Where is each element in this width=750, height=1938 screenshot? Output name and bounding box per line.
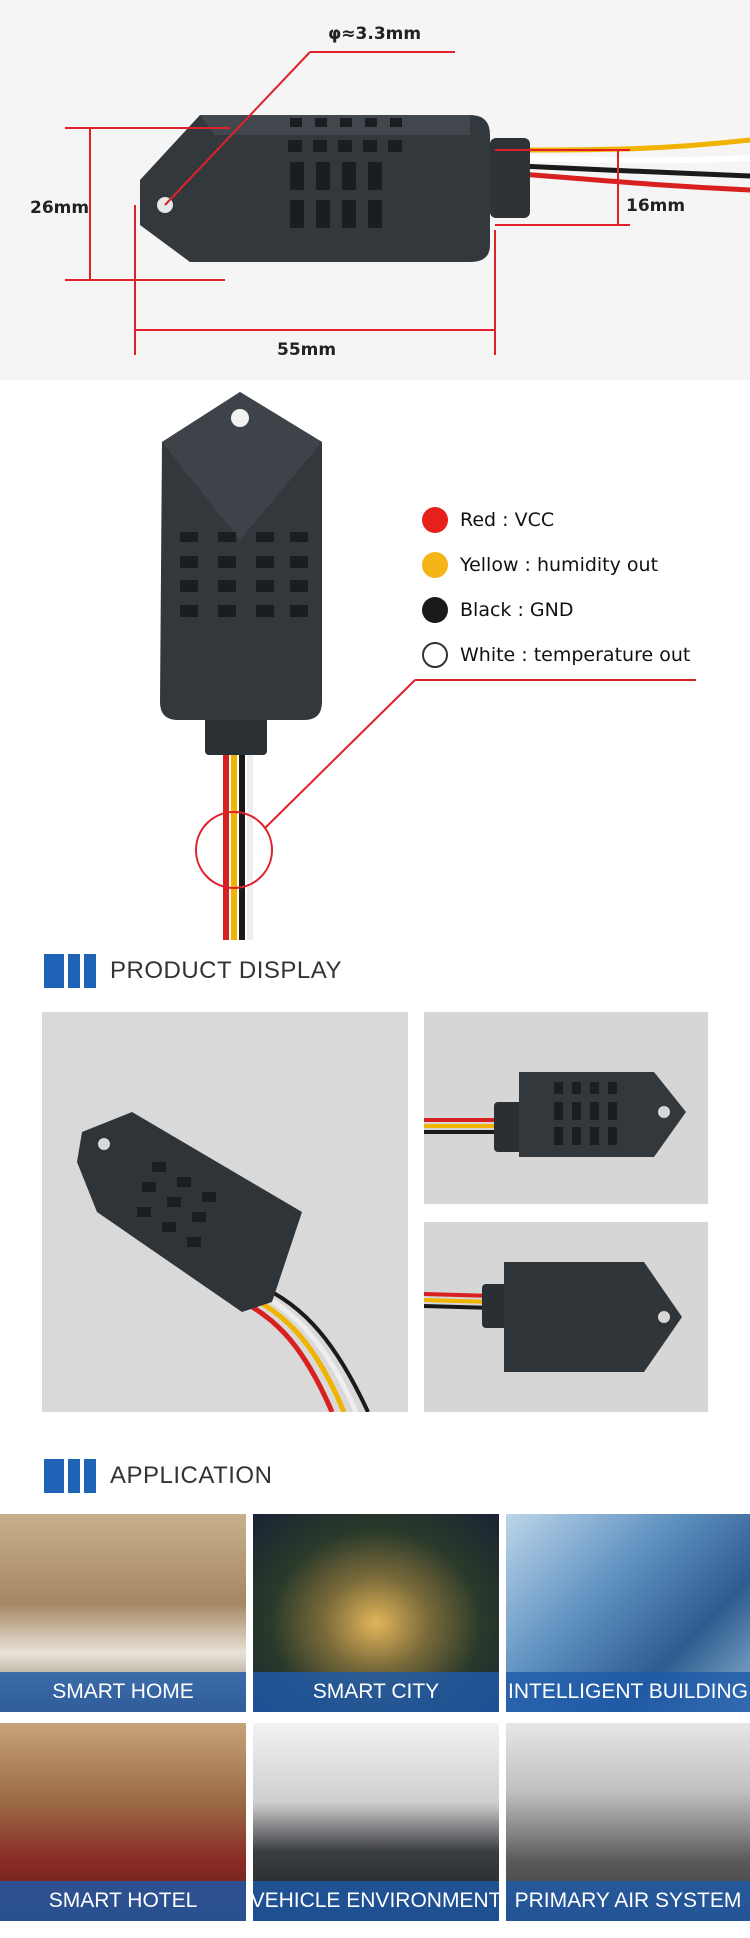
tile-label: VEHICLE ENVIRONMENT: [253, 1881, 499, 1921]
height-dimension-label: 26mm: [30, 198, 90, 218]
sensor-dimension-drawing: [65, 51, 750, 355]
wire-legend-label: Red : VCC: [460, 509, 555, 531]
product-photo-main: [42, 1012, 408, 1412]
wire-legend-yellow: Yellow : humidity out: [422, 550, 658, 580]
section-title: PRODUCT DISPLAY: [110, 957, 342, 984]
wire-definition-section: Red : VCC Yellow : humidity out Black : …: [0, 380, 750, 940]
red-dot-icon: [422, 507, 448, 533]
black-dot-icon: [422, 597, 448, 623]
application-tile-smart-city: SMART CITY: [253, 1514, 499, 1712]
wire-legend-red: Red : VCC: [422, 505, 554, 535]
product-photo-back: [424, 1222, 708, 1412]
white-dot-icon: [422, 642, 448, 668]
tile-label: INTELLIGENT BUILDING: [506, 1672, 750, 1712]
application-tile-vehicle-environment: VEHICLE ENVIRONMENT: [253, 1723, 499, 1921]
wire-legend-label: White : temperature out: [460, 644, 691, 666]
wire-legend-label: Yellow : humidity out: [460, 554, 659, 576]
application-tile-smart-home: SMART HOME: [0, 1514, 246, 1712]
yellow-dot-icon: [422, 552, 448, 578]
tile-label: SMART CITY: [253, 1672, 499, 1712]
dimension-section: φ≈3.3mm 26mm 16mm 55mm: [0, 0, 750, 380]
tile-label: SMART HOME: [0, 1672, 246, 1712]
application-tile-primary-air-system: PRIMARY AIR SYSTEM: [506, 1723, 750, 1921]
hole-dimension-label: φ≈3.3mm: [328, 24, 422, 44]
tile-label: PRIMARY AIR SYSTEM: [506, 1881, 750, 1921]
application-tile-smart-hotel: SMART HOTEL: [0, 1723, 246, 1921]
wire-legend-label: Black : GND: [460, 599, 574, 621]
product-photo-front: [424, 1012, 708, 1204]
wire-legend-white: White : temperature out: [422, 640, 690, 670]
wire-legend-black: Black : GND: [422, 595, 573, 625]
length-dimension-label: 55mm: [277, 340, 337, 360]
application-tile-intelligent-building: INTELLIGENT BUILDING: [506, 1514, 750, 1712]
section-bars-icon: [44, 1459, 96, 1493]
section-bars-icon: [44, 954, 96, 988]
sensor-wiring-drawing: [160, 392, 696, 940]
section-title: APPLICATION: [110, 1462, 273, 1489]
application-header: APPLICATION: [44, 1458, 272, 1494]
connector-dimension-label: 16mm: [626, 196, 686, 216]
tile-label: SMART HOTEL: [0, 1881, 246, 1921]
product-display-header: PRODUCT DISPLAY: [44, 953, 342, 989]
